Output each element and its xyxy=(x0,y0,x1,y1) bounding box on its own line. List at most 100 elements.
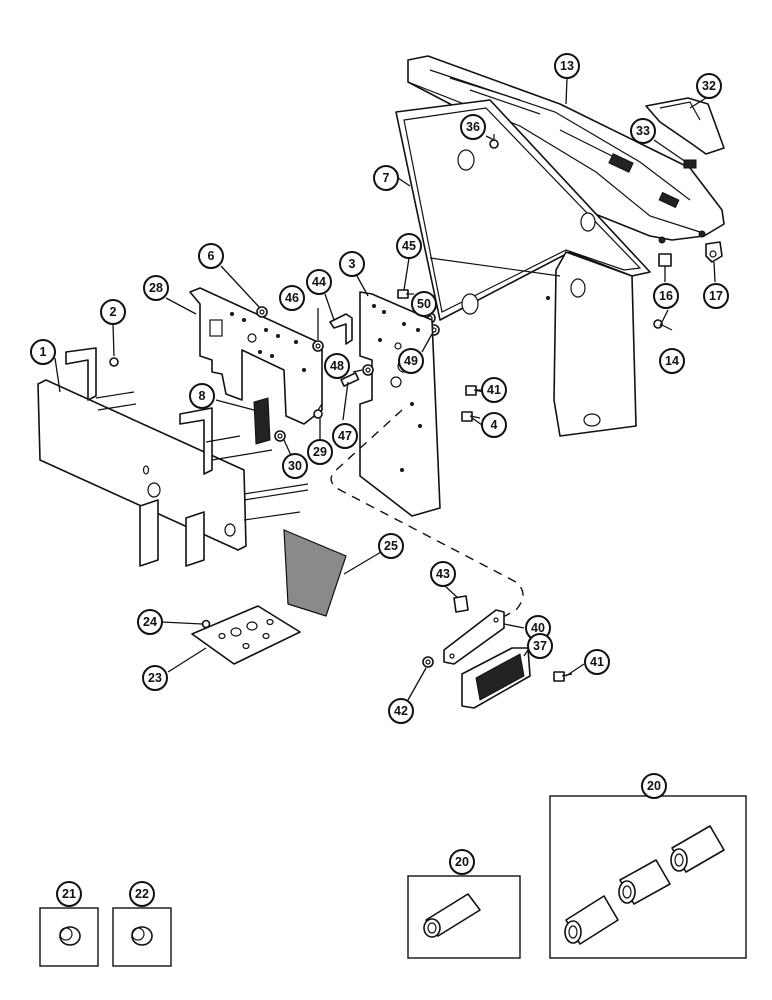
callout-36: 36 xyxy=(460,114,486,140)
svg-text:20: 20 xyxy=(647,779,661,793)
svg-text:1: 1 xyxy=(40,345,47,359)
side-plate-part-3 xyxy=(359,291,441,517)
bracket-part-44 xyxy=(329,313,353,345)
frame-part-1 xyxy=(37,347,309,567)
hardware-part-17 xyxy=(705,241,723,263)
callout-24: 24 xyxy=(137,609,163,635)
callout-41-lower: 41 xyxy=(584,649,610,675)
callout-20-single: 20 xyxy=(449,849,475,875)
svg-text:28: 28 xyxy=(149,281,163,295)
nut-part-6 xyxy=(256,306,268,318)
bolt-part-45 xyxy=(397,289,414,299)
callout-4: 4 xyxy=(481,412,507,438)
svg-text:44: 44 xyxy=(312,275,326,289)
svg-text:45: 45 xyxy=(402,239,416,253)
callout-14: 14 xyxy=(659,348,685,374)
callout-44: 44 xyxy=(306,269,332,295)
switch-cover-part-32 xyxy=(645,97,725,155)
bolt-part-14 xyxy=(653,319,673,331)
inset-box-part-21 xyxy=(39,907,99,967)
leader-lines xyxy=(54,77,716,800)
svg-text:14: 14 xyxy=(665,354,679,368)
inset-box-part-22 xyxy=(112,907,172,967)
svg-text:21: 21 xyxy=(62,887,76,901)
svg-text:17: 17 xyxy=(709,289,723,303)
callout-33: 33 xyxy=(630,118,656,144)
clip-part-33 xyxy=(683,159,697,169)
callout-49: 49 xyxy=(398,348,424,374)
routing-path xyxy=(330,409,524,625)
callout-22: 22 xyxy=(129,881,155,907)
rear-panel-part-7 xyxy=(395,99,651,437)
callout-29: 29 xyxy=(307,439,333,465)
plate-part-23 xyxy=(191,605,301,665)
callout-42: 42 xyxy=(388,698,414,724)
svg-text:41: 41 xyxy=(487,383,501,397)
svg-text:50: 50 xyxy=(417,297,431,311)
svg-text:29: 29 xyxy=(313,445,327,459)
callout-41-upper: 41 xyxy=(481,377,507,403)
svg-text:46: 46 xyxy=(285,291,299,305)
block-part-8 xyxy=(253,397,271,445)
svg-text:36: 36 xyxy=(466,120,480,134)
svg-text:49: 49 xyxy=(404,354,418,368)
callout-30: 30 xyxy=(282,453,308,479)
svg-text:4: 4 xyxy=(491,418,498,432)
callout-28: 28 xyxy=(143,275,169,301)
svg-text:37: 37 xyxy=(533,639,547,653)
pad-part-25 xyxy=(283,529,347,617)
svg-text:6: 6 xyxy=(208,249,215,263)
upper-plate-part-28 xyxy=(189,287,323,425)
callout-13: 13 xyxy=(554,53,580,79)
svg-text:20: 20 xyxy=(455,855,469,869)
callout-37: 37 xyxy=(527,633,553,659)
callout-8: 8 xyxy=(189,383,215,409)
nut-part-48 xyxy=(362,364,374,376)
svg-text:25: 25 xyxy=(384,539,398,553)
callout-2: 2 xyxy=(100,299,126,325)
svg-text:32: 32 xyxy=(702,79,716,93)
svg-text:13: 13 xyxy=(560,59,574,73)
callout-7: 7 xyxy=(373,165,399,191)
callout-50: 50 xyxy=(411,291,437,317)
callout-1: 1 xyxy=(30,339,56,365)
module-part-37 xyxy=(461,647,531,709)
callout-46: 46 xyxy=(279,285,305,311)
svg-text:40: 40 xyxy=(531,621,545,635)
callout-25: 25 xyxy=(378,533,404,559)
nut-part-46 xyxy=(312,340,324,352)
svg-text:2: 2 xyxy=(110,305,117,319)
svg-text:41: 41 xyxy=(590,655,604,669)
callout-17: 17 xyxy=(703,283,729,309)
svg-text:30: 30 xyxy=(288,459,302,473)
hardware-part-16 xyxy=(658,253,672,267)
svg-text:23: 23 xyxy=(148,671,162,685)
svg-text:16: 16 xyxy=(659,289,673,303)
callout-16: 16 xyxy=(653,283,679,309)
inset-box-sleeve-single xyxy=(407,875,521,959)
callout-6: 6 xyxy=(198,243,224,269)
svg-text:42: 42 xyxy=(394,704,408,718)
svg-text:7: 7 xyxy=(383,171,390,185)
stud-part-47 xyxy=(340,372,360,387)
callout-23: 23 xyxy=(142,665,168,691)
callout-3: 3 xyxy=(339,251,365,277)
callout-21: 21 xyxy=(56,881,82,907)
callout-47: 47 xyxy=(332,423,358,449)
svg-text:33: 33 xyxy=(636,124,650,138)
nut-part-42 xyxy=(422,656,434,668)
svg-text:8: 8 xyxy=(199,389,206,403)
callout-32: 32 xyxy=(696,73,722,99)
svg-text:24: 24 xyxy=(143,615,157,629)
svg-text:47: 47 xyxy=(338,429,352,443)
callout-48: 48 xyxy=(324,353,350,379)
callout-45: 45 xyxy=(396,233,422,259)
screw-part-24 xyxy=(201,619,211,629)
screw-part-29 xyxy=(313,403,323,419)
svg-text:22: 22 xyxy=(135,887,149,901)
svg-text:48: 48 xyxy=(330,359,344,373)
svg-text:3: 3 xyxy=(349,257,356,271)
nut-part-30 xyxy=(274,430,286,442)
callout-43: 43 xyxy=(430,561,456,587)
